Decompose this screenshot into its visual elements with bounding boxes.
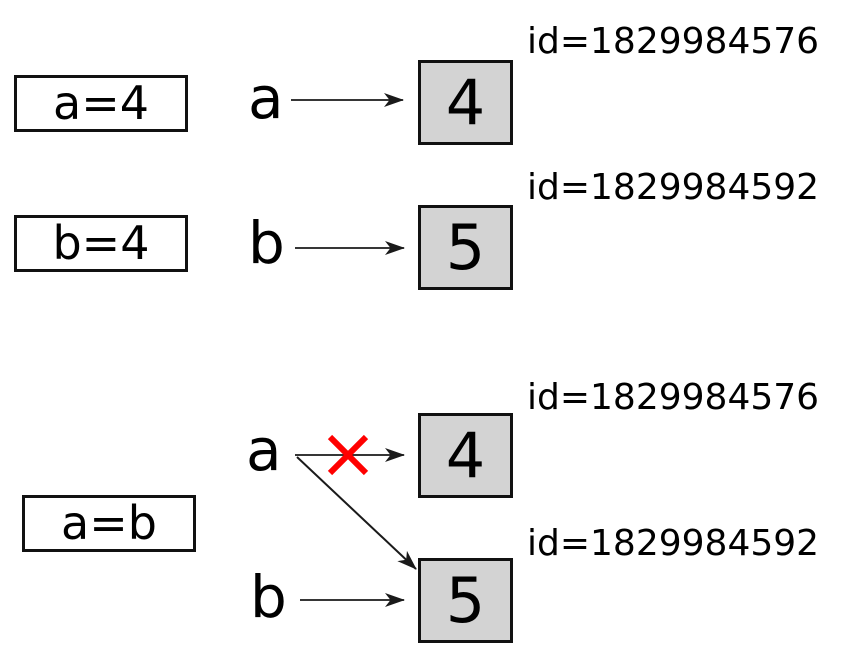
variable-label-b: b [250, 563, 287, 631]
code-box-a-equals-b: a=b [22, 495, 196, 552]
code-box-b-equals-4: b=4 [14, 215, 188, 272]
arrow-a-to-4-icon [291, 93, 404, 107]
code-box-a-equals-4: a=4 [14, 75, 188, 132]
arrow-a-to-5-new-icon [296, 456, 417, 570]
red-cross-out-icon [327, 434, 369, 476]
arrow-b-to-5-icon [295, 241, 405, 255]
object-box-4: 4 [418, 60, 513, 145]
arrow-b-to-5-icon [300, 593, 405, 607]
object-box-5: 5 [418, 558, 513, 643]
variable-label-b: b [248, 209, 285, 277]
id-label-object-4: id=1829984576 [527, 377, 820, 418]
id-label-object-4: id=1829984576 [527, 21, 820, 62]
variable-label-a: a [246, 416, 282, 484]
id-label-object-5: id=1829984592 [527, 523, 820, 564]
object-box-4: 4 [418, 413, 513, 498]
variable-label-a: a [248, 64, 284, 132]
id-label-object-5: id=1829984592 [527, 167, 820, 208]
object-box-5: 5 [418, 205, 513, 290]
